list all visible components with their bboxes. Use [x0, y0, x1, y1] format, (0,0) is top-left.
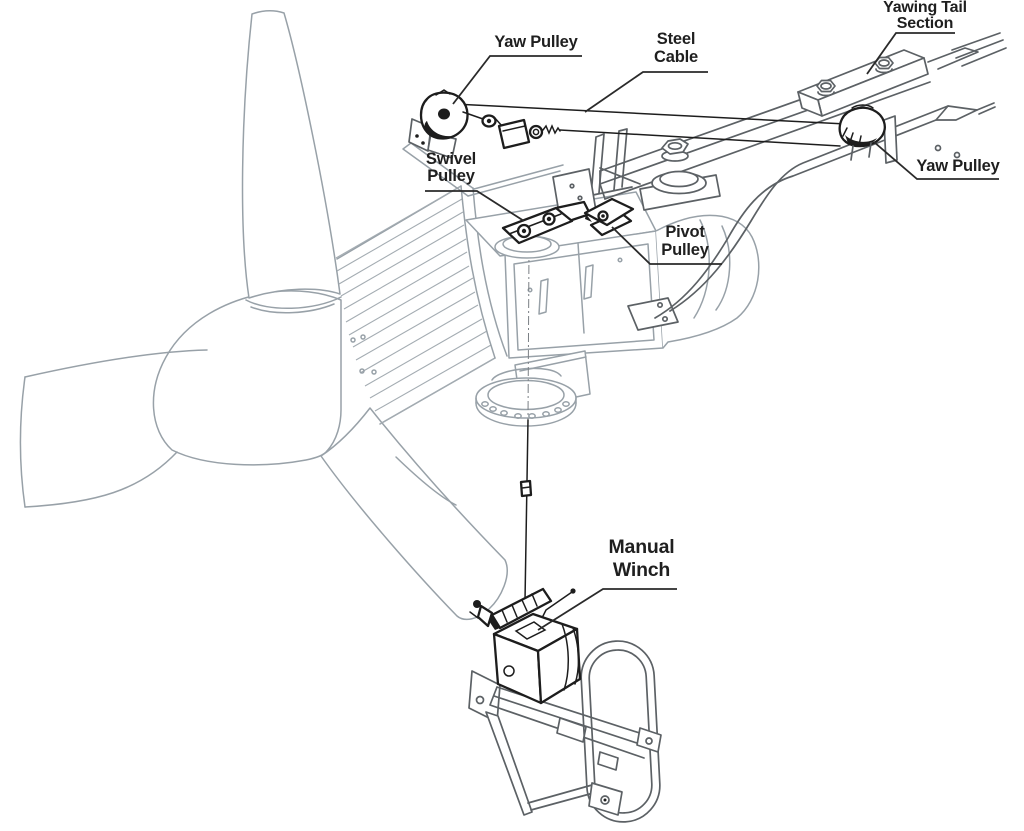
leader-yaw-pulley-right — [873, 141, 999, 180]
yaw-pulley-right-part — [838, 104, 898, 164]
front-frame — [402, 142, 564, 197]
pivot-pulley-part — [583, 197, 635, 237]
label-yaw-pulley-right: Yaw Pulley — [906, 158, 1010, 175]
label-text: Yawing Tail — [883, 0, 967, 16]
label-swivel-pulley: Swivel Pulley — [412, 151, 490, 185]
generator-ribbed-body — [335, 185, 508, 425]
rotor-blades — [19, 10, 508, 621]
label-text: Winch — [612, 559, 671, 581]
label-pivot-pulley: Pivot Pulley — [646, 223, 724, 259]
leader-pivot-pulley — [611, 226, 722, 265]
label-text: Yaw Pulley — [916, 157, 1000, 175]
manual-winch-part — [468, 587, 662, 823]
leader-manual-winch — [537, 588, 677, 631]
label-text: Steel — [656, 30, 696, 48]
yawing-tail-section-box — [797, 32, 1007, 117]
label-text: Manual — [608, 536, 675, 558]
label-text: Section — [896, 15, 954, 32]
yaw-pulley-left-part — [408, 89, 469, 159]
cooling-fins — [335, 185, 496, 425]
label-text: Pulley — [427, 167, 475, 185]
tower-flange — [475, 367, 577, 427]
winch-oval-frame — [580, 640, 661, 823]
cable-anchor-frame — [587, 128, 641, 197]
flange-bolt-holes — [481, 401, 570, 419]
leader-steel-cable — [584, 71, 708, 113]
label-yawing-tail-section: Yawing Tail Section — [864, 0, 986, 32]
steel-cable-line — [453, 103, 847, 147]
cable-turnbuckle — [462, 111, 561, 150]
label-text: Pivot — [665, 223, 705, 241]
leader-yaw-pulley-left — [452, 55, 582, 105]
leader-yawing-tail-section — [866, 32, 955, 75]
label-text: Swivel — [425, 150, 477, 168]
label-yaw-pulley-left: Yaw Pulley — [486, 34, 586, 51]
cable-centerline — [527, 247, 530, 421]
label-manual-winch: Manual Winch — [594, 536, 689, 582]
label-text: Cable — [654, 48, 698, 66]
label-steel-cable: Steel Cable — [636, 30, 716, 66]
label-text: Yaw Pulley — [494, 33, 578, 51]
tail-support-bar — [627, 102, 996, 331]
yaw-bearing-turntable — [639, 138, 721, 211]
label-text: Pulley — [661, 240, 709, 259]
boom-bolts — [816, 56, 894, 97]
leader-lines — [425, 32, 999, 631]
winch-cable — [519, 419, 533, 602]
leader-swivel-pulley — [425, 190, 525, 222]
